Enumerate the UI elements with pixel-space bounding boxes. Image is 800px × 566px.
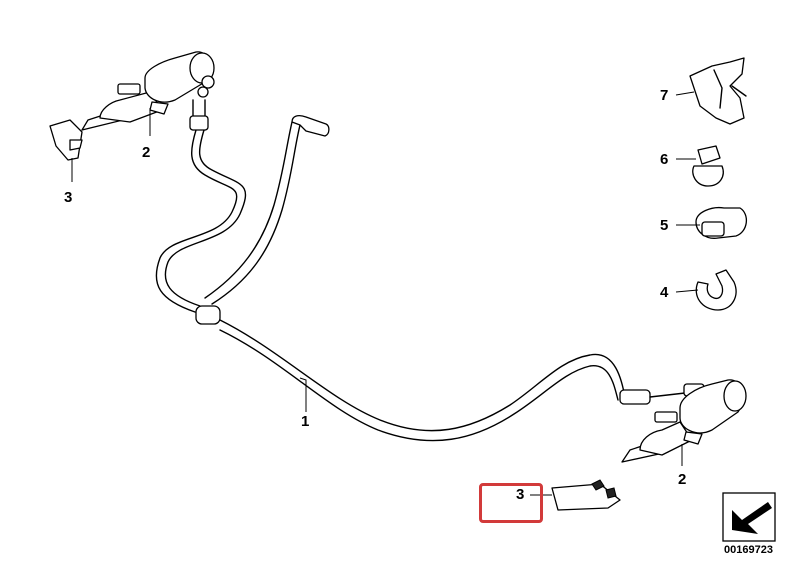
callout-nozzle-lower: 2 [678,471,687,488]
clip-7 [689,57,747,125]
leader-lines [71,91,700,496]
clip-4 [695,269,737,311]
cover-lower [551,479,621,511]
callout-clip-5: 5 [660,217,669,234]
nozzle-upper [81,51,215,131]
callout-cover-upper: 3 [64,189,73,206]
callout-clip-6: 6 [660,151,669,168]
callout-highlight-box [479,483,543,523]
clip-5 [695,206,747,239]
callout-clip-4: 4 [660,284,669,301]
diagram-number: 00169723 [724,544,773,556]
callout-nozzle-upper: 2 [142,144,151,161]
hose-assembly [155,99,705,442]
callout-clip-7: 7 [660,87,669,104]
callout-hose: 1 [301,413,310,430]
callout-cover-lower: 3 [516,486,525,503]
cover-upper [49,119,83,161]
clip-6 [692,145,724,187]
arrow-orientation-icon [722,492,776,542]
nozzle-lower [621,379,747,463]
